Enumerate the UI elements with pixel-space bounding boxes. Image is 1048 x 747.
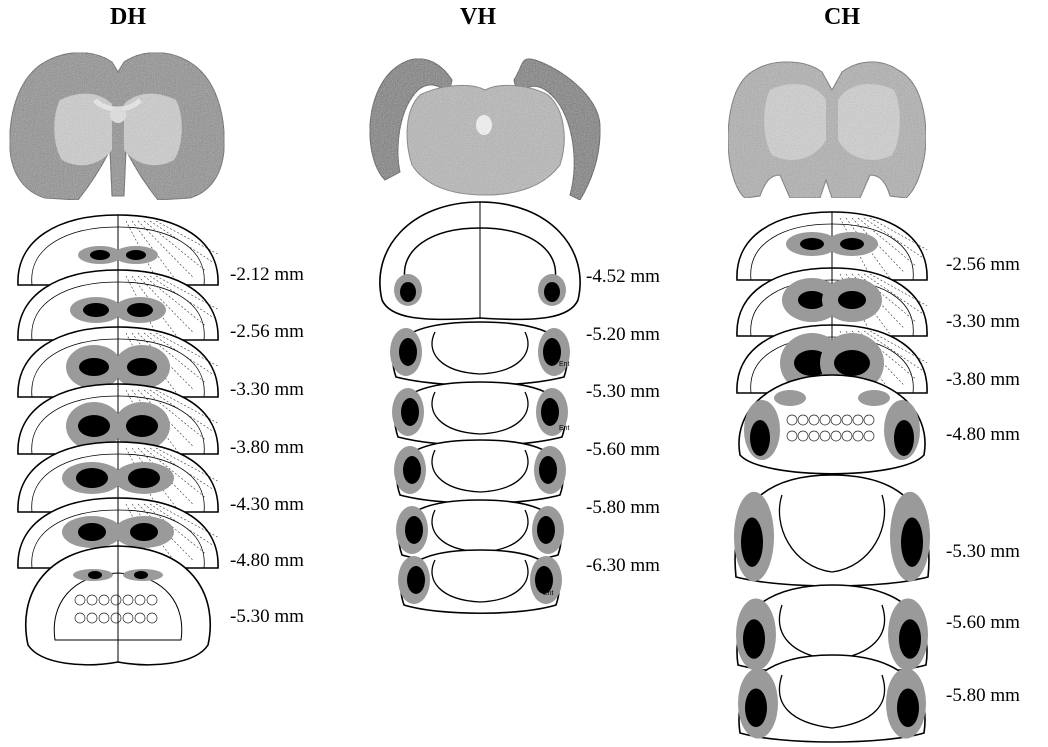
- atlas-section-vh: [398, 550, 562, 613]
- atlas-section-ch: [734, 475, 930, 586]
- level-label-ch: -2.56 mm: [946, 254, 1020, 276]
- atlas-section-vh: [392, 382, 568, 445]
- level-label-ch: -5.80 mm: [946, 685, 1020, 707]
- level-label-dh: -4.30 mm: [230, 494, 304, 516]
- level-label-ch: -3.80 mm: [946, 369, 1020, 391]
- level-label-ch: -4.80 mm: [946, 424, 1020, 446]
- level-label-dh: -5.30 mm: [230, 606, 304, 628]
- level-label-ch: -5.60 mm: [946, 612, 1020, 634]
- histology-photo-dh: [10, 53, 224, 200]
- histology-photo-ch: [728, 62, 926, 198]
- level-label-dh: -4.80 mm: [230, 550, 304, 572]
- level-label-ch: -3.30 mm: [946, 311, 1020, 333]
- level-label-dh: -2.56 mm: [230, 321, 304, 343]
- atlas-label-ent-3: Ent: [543, 590, 554, 597]
- level-label-vh: -5.20 mm: [586, 324, 660, 346]
- level-label-dh: -3.80 mm: [230, 437, 304, 459]
- atlas-section-vh: [390, 322, 570, 385]
- atlas-section-vh: [394, 440, 566, 503]
- level-label-ch: -5.30 mm: [946, 541, 1020, 563]
- level-label-dh: -3.30 mm: [230, 379, 304, 401]
- atlas-label-ent-1: Ent: [559, 361, 570, 368]
- level-label-vh: -5.80 mm: [586, 497, 660, 519]
- atlas-label-ent-2: Ent: [559, 425, 570, 432]
- level-label-vh: -6.30 mm: [586, 555, 660, 577]
- level-label-vh: -5.30 mm: [586, 381, 660, 403]
- histology-photo-vh: [370, 59, 600, 200]
- level-label-dh: -2.12 mm: [230, 264, 304, 286]
- atlas-section-vh: [380, 202, 580, 319]
- level-label-vh: -4.52 mm: [586, 266, 660, 288]
- level-label-vh: -5.60 mm: [586, 439, 660, 461]
